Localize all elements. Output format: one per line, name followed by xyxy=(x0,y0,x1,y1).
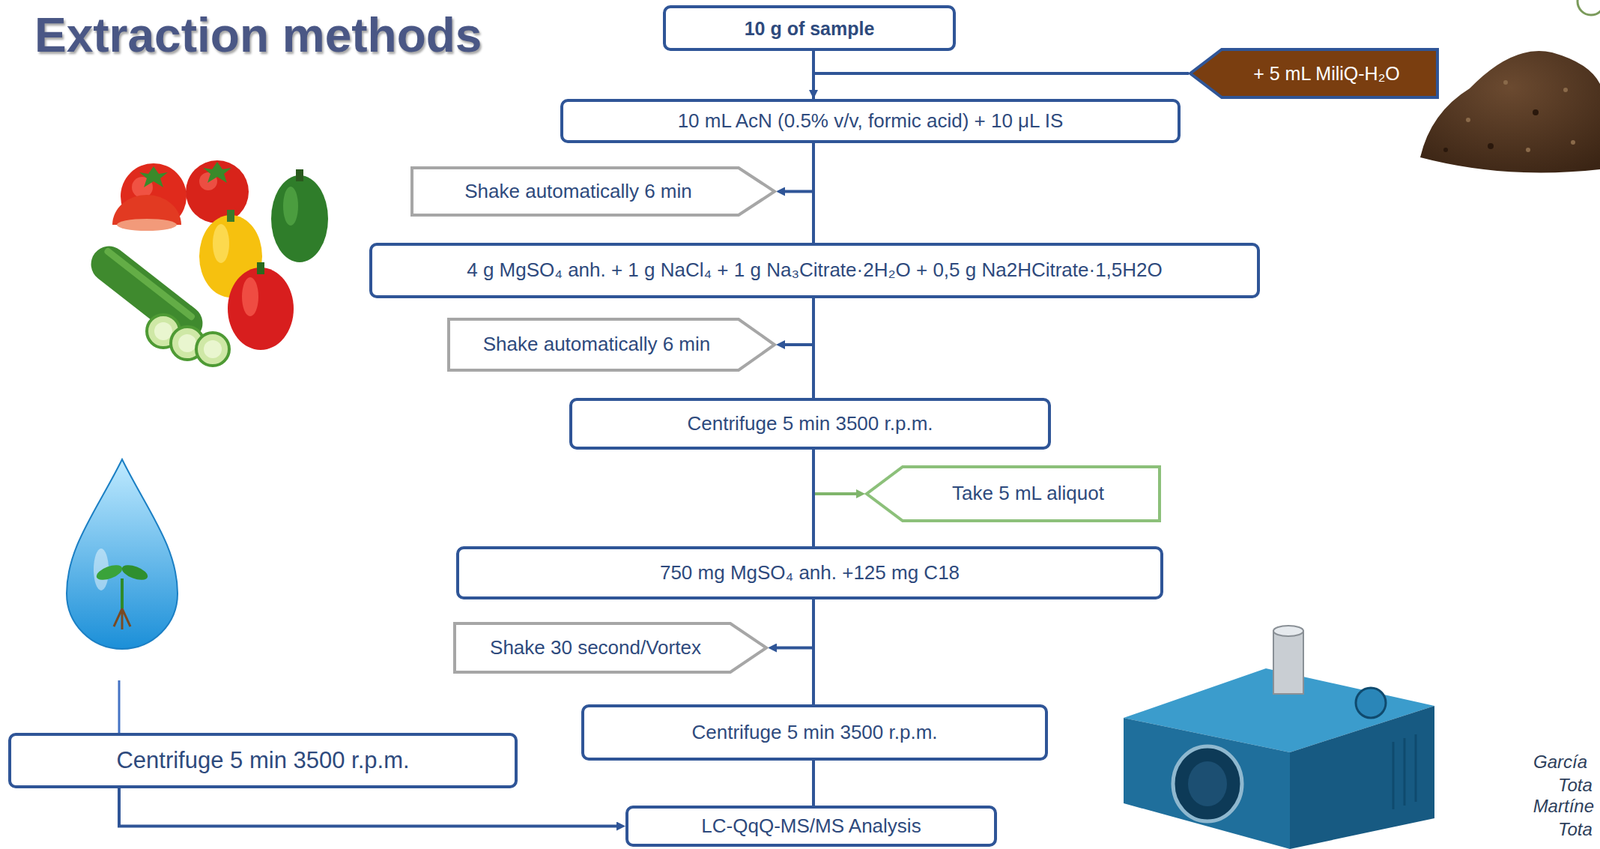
flow-connector xyxy=(811,449,815,547)
citation-text: Tota xyxy=(1558,774,1593,796)
flow-connector xyxy=(775,599,814,648)
box-text: Centrifuge 5 min 3500 r.p.m. xyxy=(116,746,409,774)
logo-mark xyxy=(1577,0,1600,15)
flow-connector xyxy=(811,298,815,398)
box-text: Centrifuge 5 min 3500 r.p.m. xyxy=(691,720,938,744)
flow-connector xyxy=(811,760,815,806)
box-text: Shake 30 second/Vortex xyxy=(489,635,702,660)
arrow-box-shape xyxy=(448,319,775,371)
process-box: Centrifuge 5 min 3500 r.p.m. xyxy=(8,732,518,789)
box-text: 750 mg MgSO₄ anh. +125 mg C18 xyxy=(659,561,960,585)
arrow-box-shape xyxy=(454,623,767,672)
box-text: 4 g MgSO₄ anh. + 1 g NaCl₄ + 1 g Na₃Citr… xyxy=(466,258,1163,282)
flow-connector xyxy=(783,143,814,192)
soil-picture xyxy=(1420,50,1600,173)
box-text: + 5 mL MiliQ-H₂O xyxy=(1253,62,1400,85)
citation-text: Martíne xyxy=(1533,795,1595,817)
citation-text: Tota xyxy=(1558,818,1593,840)
arrow-box-shape xyxy=(411,167,775,215)
flow-connector xyxy=(119,788,618,827)
flow-connector xyxy=(813,449,858,494)
box-text: 10 g of sample xyxy=(744,17,875,40)
box-text: Take 5 mL aliquot xyxy=(952,481,1105,505)
lc-ms-instrument-picture xyxy=(1123,625,1435,849)
box-text: 10 mL AcN (0.5% v/v, formic acid) + 10 μ… xyxy=(677,109,1064,133)
vegetables-picture xyxy=(83,160,329,366)
flow-connector xyxy=(813,73,1189,92)
water-drop-picture xyxy=(66,459,178,649)
flow-connector xyxy=(811,143,815,243)
arrow-step-box: Take 5 mL aliquot xyxy=(865,465,1162,523)
flow-connector xyxy=(783,298,814,345)
box-text: Shake automatically 6 min xyxy=(483,332,711,356)
process-box: 10 g of sample xyxy=(662,5,956,51)
process-box: Centrifuge 5 min 3500 r.p.m. xyxy=(569,397,1051,450)
process-box: LC-QqQ-MS/MS Analysis xyxy=(625,805,998,847)
title: Extraction methods xyxy=(34,7,482,63)
arrow-step-box: Shake automatically 6 min xyxy=(447,317,777,372)
flow-connector xyxy=(811,599,815,705)
box-text: Shake automatically 6 min xyxy=(464,179,692,203)
box-text: LC-QqQ-MS/MS Analysis xyxy=(701,814,921,838)
arrow-step-box: Shake 30 second/Vortex xyxy=(453,621,768,674)
arrow-box-shape xyxy=(1190,49,1438,98)
arrow-step-box: Shake automatically 6 min xyxy=(410,166,777,217)
arrow-step-box: + 5 mL MiliQ-H₂O xyxy=(1188,47,1439,99)
process-box: 4 g MgSO₄ anh. + 1 g NaCl₄ + 1 g Na₃Citr… xyxy=(369,242,1260,299)
citation-text: García xyxy=(1533,751,1588,773)
process-box: 10 mL AcN (0.5% v/v, formic acid) + 10 μ… xyxy=(560,98,1181,144)
arrow-box-shape xyxy=(866,466,1160,521)
leader-line xyxy=(118,680,121,733)
process-box: 750 mg MgSO₄ anh. +125 mg C18 xyxy=(456,546,1164,600)
box-text: Centrifuge 5 min 3500 r.p.m. xyxy=(686,411,933,436)
process-box: Centrifuge 5 min 3500 r.p.m. xyxy=(581,704,1048,761)
flow-connector xyxy=(811,50,815,99)
